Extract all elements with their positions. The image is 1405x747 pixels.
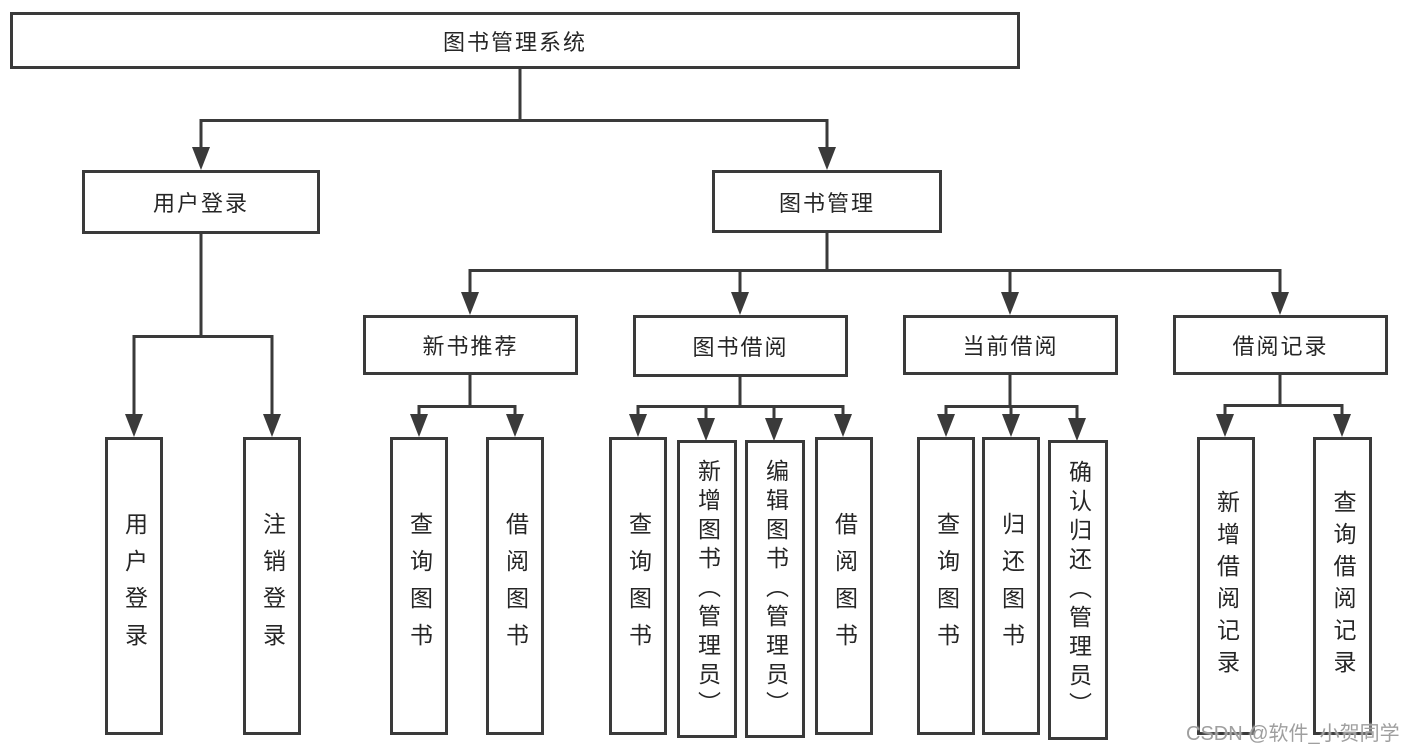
node-borrowing-records: 借阅记录 [1173, 315, 1388, 375]
leaf-query-books: 查询图书 [609, 437, 667, 735]
node-label: 新增借阅记录 [1213, 490, 1240, 682]
node-label: 图书管理 [778, 190, 875, 216]
node-label: 借阅图书 [831, 512, 858, 660]
leaf-query-borrow-record: 查询借阅记录 [1313, 437, 1372, 735]
leaf-logout: 注销登录 [243, 437, 301, 735]
node-label: 查询图书 [933, 512, 960, 660]
node-label: 借阅记录 [1232, 334, 1329, 359]
csdn-watermark: CSDN @软件_小贺同学 [1186, 723, 1400, 745]
node-label: 借阅图书 [502, 512, 529, 660]
node-label: 当前借阅 [962, 334, 1059, 359]
leaf-add-books-admin: 新增图书（管理员） [677, 440, 737, 738]
node-label: 查询图书 [406, 512, 433, 660]
node-book-management-module: 图书管理 [712, 170, 942, 233]
node-label: 确认归还（管理员） [1065, 459, 1092, 721]
node-library-management-system: 图书管理系统 [10, 12, 1020, 69]
leaf-add-borrow-record: 新增借阅记录 [1197, 437, 1255, 735]
node-label: 注销登录 [259, 512, 286, 660]
leaf-return-books: 归还图书 [982, 437, 1040, 735]
leaf-query-books: 查询图书 [917, 437, 975, 735]
leaf-borrow-books: 借阅图书 [815, 437, 873, 735]
leaf-confirm-return-admin: 确认归还（管理员） [1048, 440, 1108, 740]
node-label: 编辑图书（管理员） [762, 458, 789, 720]
node-label: 新书推荐 [422, 334, 519, 359]
node-label: 图书借阅 [692, 335, 789, 360]
leaf-query-books: 查询图书 [390, 437, 448, 735]
node-label: 查询图书 [625, 512, 652, 660]
node-label: 用户登录 [121, 512, 148, 660]
node-book-borrowing: 图书借阅 [633, 315, 848, 377]
node-label: 查询借阅记录 [1330, 490, 1356, 682]
node-user-login-module: 用户登录 [82, 170, 320, 234]
node-label: 归还图书 [998, 512, 1025, 660]
node-new-book-recommendation: 新书推荐 [363, 315, 578, 375]
node-label: 新增图书（管理员） [694, 458, 721, 720]
leaf-user-login: 用户登录 [105, 437, 163, 735]
node-label: 用户登录 [152, 191, 249, 216]
leaf-edit-books-admin: 编辑图书（管理员） [745, 440, 805, 738]
leaf-borrow-books: 借阅图书 [486, 437, 544, 735]
node-label: 图书管理系统 [442, 29, 587, 55]
node-current-borrowing: 当前借阅 [903, 315, 1118, 375]
